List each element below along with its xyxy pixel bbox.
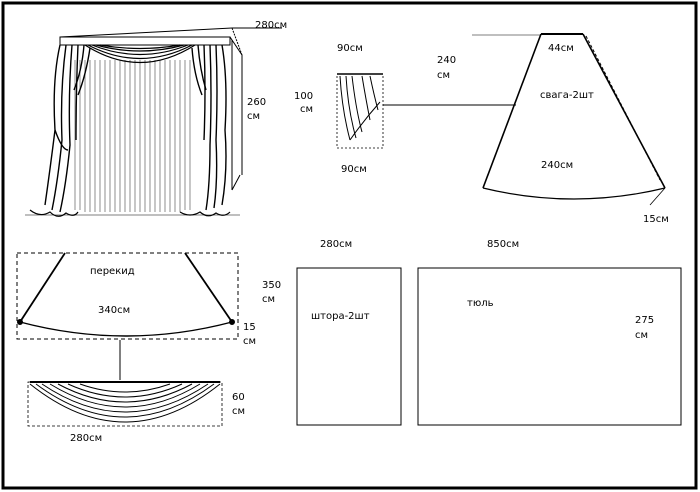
curtain-width-label: 280см xyxy=(255,20,287,31)
tulle-name-label: тюль xyxy=(467,298,494,309)
pelmet-width-label: 280см xyxy=(70,433,102,444)
shtora-width-label: 280см xyxy=(320,239,352,250)
shtora-height-unit: см xyxy=(262,294,275,305)
perekid-drop-unit: см xyxy=(243,336,256,347)
swag-bottom-label: 240см xyxy=(541,160,573,171)
swag-left-unit: см xyxy=(437,70,450,81)
jabot-piece xyxy=(336,73,516,149)
tulle-height-unit: см xyxy=(635,330,648,341)
perekid-drop-num: 15 xyxy=(243,322,256,333)
tulle-width-label: 850см xyxy=(487,239,519,250)
tulle-height-num: 275 xyxy=(635,315,654,326)
perekid-name-label: перекид xyxy=(90,266,135,277)
jabot-height-num: 100 xyxy=(294,91,313,102)
swag-piece xyxy=(472,33,666,206)
shtora-height-num: 350 xyxy=(262,280,281,291)
jabot-top-label: 90см xyxy=(337,43,363,54)
jabot-height-unit: см xyxy=(300,104,313,115)
perekid-arc-label: 340см xyxy=(98,305,130,316)
curtain-illustration xyxy=(25,27,243,217)
perekid-piece xyxy=(16,252,239,380)
shtora-name-label: штора-2шт xyxy=(311,311,370,322)
swag-top-label: 44см xyxy=(548,43,574,54)
curtain-height-unit: см xyxy=(247,111,260,122)
pelmet-height-unit: см xyxy=(232,406,245,417)
swag-left-num: 240 xyxy=(437,55,456,66)
swag-drop-label: 15см xyxy=(643,214,669,225)
curtain-height-num: 260 xyxy=(247,97,266,108)
pelmet-height-num: 60 xyxy=(232,392,245,403)
shtora-panel xyxy=(296,267,402,426)
jabot-bottom-label: 90см xyxy=(341,164,367,175)
tulle-panel xyxy=(417,267,682,426)
swag-name-label: свага-2шт xyxy=(540,90,594,101)
pelmet-piece xyxy=(27,381,223,427)
